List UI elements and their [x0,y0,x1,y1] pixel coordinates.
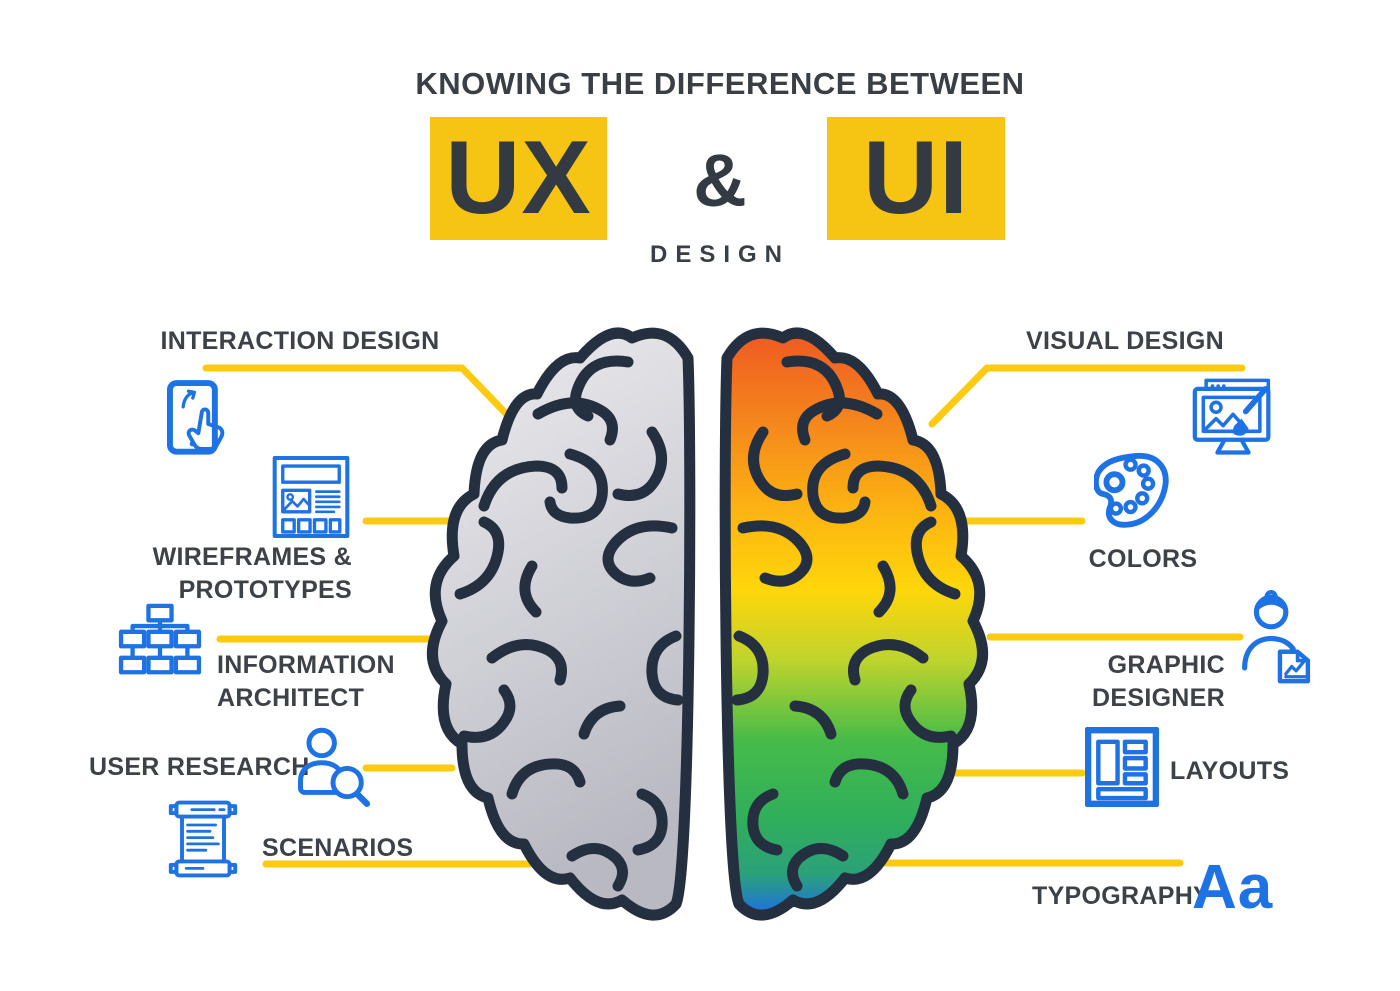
ui-badge: UI [827,117,1005,240]
tablet-touch-icon [166,378,232,462]
label-line-2: PROTOTYPES [178,576,352,604]
monitor-paintbrush-icon [1192,377,1274,463]
label-graphic-designer: GRAPHIC DESIGNER [1025,649,1225,715]
label-line-1: GRAPHIC [1107,651,1225,679]
label-wireframes-prototypes: WIREFRAMES & PROTOTYPES [140,541,352,607]
user-search-icon [294,726,372,808]
brain-illustration [426,327,989,921]
connector-lines [202,364,1246,868]
sitemap-icon [118,603,202,678]
brain-right-hemisphere-ui [719,327,989,921]
layout-grid-icon [1085,727,1159,807]
connector-interaction-design [202,364,520,428]
label-line-1: INFORMATION [217,651,395,679]
label-scenarios: SCENARIOS [262,834,414,862]
ampersand-text: & [693,139,747,222]
label-visual-design: VISUAL DESIGN [1026,327,1224,355]
label-colors: COLORS [1088,545,1198,573]
connector-visual-design [928,364,1246,428]
label-layouts: LAYOUTS [1170,757,1290,785]
label-line-2: ARCHITECT [217,684,365,712]
typography-sample-text: Aa [1192,853,1274,922]
scroll-icon [166,797,240,881]
label-information-architect: INFORMATION ARCHITECT [217,649,395,715]
label-typography: TYPOGRAPHY [1032,882,1211,910]
label-interaction-design: INTERACTION DESIGN [160,327,440,355]
designer-person-icon [1240,590,1314,690]
design-subtitle: DESIGN [649,241,790,268]
label-line-2: DESIGNER [1092,684,1225,712]
label-line-1: WIREFRAMES & [152,543,352,571]
page-title: KNOWING THE DIFFERENCE BETWEEN [415,66,1025,101]
ux-badge: UX [430,117,607,240]
label-user-research: USER RESEARCH [89,753,310,781]
brain-left-hemisphere-ux [426,327,696,921]
wireframe-icon [272,455,350,539]
palette-icon [1094,450,1170,532]
